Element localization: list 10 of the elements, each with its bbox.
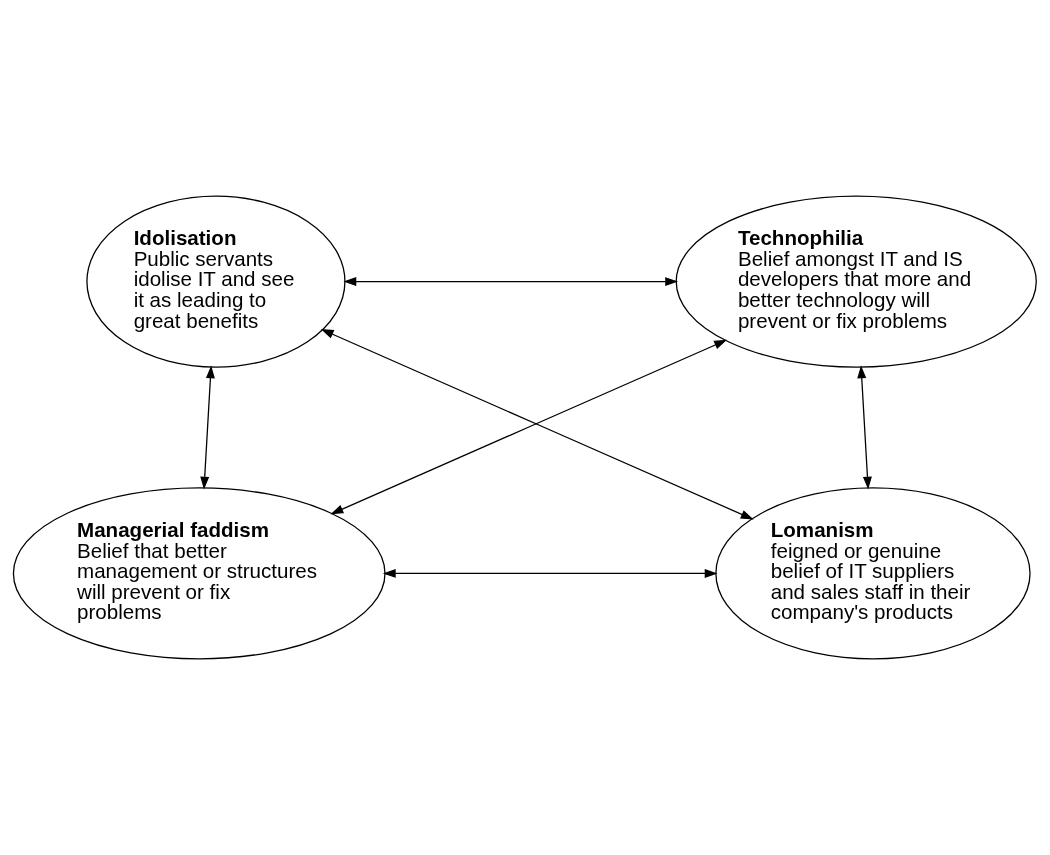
arrow (343, 277, 679, 287)
arrow (330, 339, 728, 515)
node-ellipse: Technophilia Belief amongst IT and IS developers that more and better technology will prevent or fix problems (675, 195, 1037, 368)
arrow (382, 568, 718, 578)
node-ellipse: Lomanism feigned or genuine belief of IT suppliers and sales staff in their company's products (715, 487, 1031, 660)
node-ellipse: Managerial faddism Belief that better management or structures will prevent or fix problems (12, 487, 386, 660)
arrow (857, 365, 872, 490)
arrow (320, 329, 754, 520)
arrow (200, 365, 215, 490)
node-ellipse: Idolisation Public servants idolise IT and see it as leading to great benefits (86, 195, 346, 368)
